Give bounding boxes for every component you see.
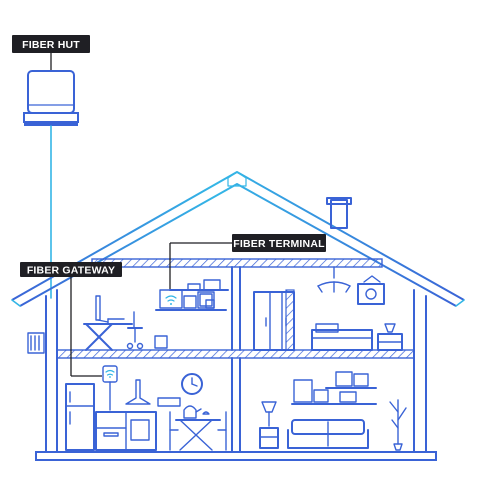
fiber-hut-icon [23,70,79,126]
upper-right-room [253,266,403,351]
upper-left-room [83,279,229,351]
wifi-icon [165,295,177,305]
fiber-gateway-label: FIBER GATEWAY [20,262,122,377]
fiber-hut-label-text: FIBER HUT [22,39,80,51]
fiber-gateway-label-text: FIBER GATEWAY [27,265,115,277]
fiber-hut-label: FIBER HUT [12,35,90,70]
lower-right-room [259,371,407,451]
house-outline [11,171,465,461]
clock-icon [181,373,203,395]
fiber-terminal-label-text: FIBER TERMINAL [233,238,325,250]
lower-left-room [65,365,227,451]
fiber-terminal-label: FIBER TERMINAL [169,234,326,289]
